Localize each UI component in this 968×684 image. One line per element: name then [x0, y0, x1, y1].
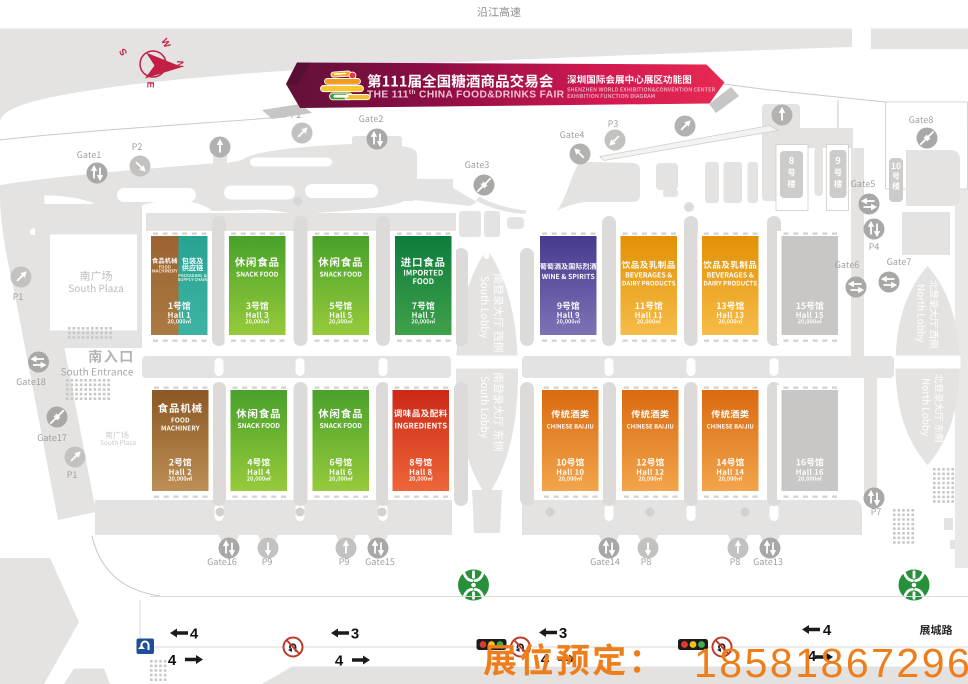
svg-text:E: E [144, 81, 155, 88]
svg-text:3: 3 [559, 625, 567, 642]
svg-text:4: 4 [335, 653, 344, 670]
svg-text:3: 3 [351, 626, 359, 643]
svg-text:N: N [174, 60, 185, 67]
svg-text:4: 4 [168, 652, 177, 669]
svg-text:4: 4 [823, 622, 832, 639]
svg-text:18581867296: 18581867296 [694, 640, 968, 684]
svg-text:S: S [117, 46, 130, 57]
svg-text:4: 4 [808, 648, 817, 665]
svg-text:THE 111th CHINA FOOD&DRINKS FA: THE 111th CHINA FOOD&DRINKS FAIR [367, 89, 565, 101]
svg-text:4: 4 [190, 626, 199, 643]
